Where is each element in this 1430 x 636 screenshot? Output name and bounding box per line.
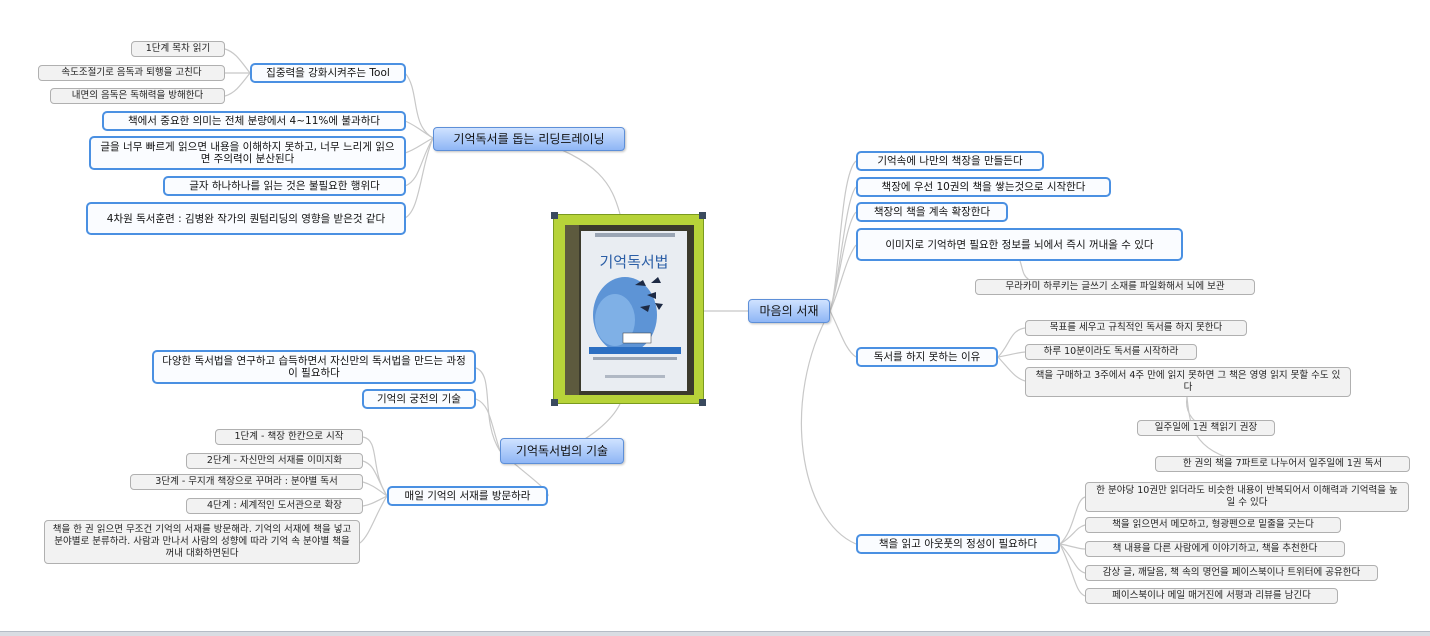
- subtopic-visit-library[interactable]: 매일 기억의 서재를 방문하라: [387, 486, 548, 506]
- leaf-inner-voice[interactable]: 내면의 음독은 독해력을 방해한다: [50, 88, 225, 104]
- subtopic-expand-shelf[interactable]: 책장의 책을 계속 확장한다: [856, 202, 1008, 222]
- resize-handle-top-left[interactable]: [551, 212, 558, 219]
- subtopic-4d-training[interactable]: 4차원 독서훈련 : 김병완 작가의 퀀텀리딩의 영향을 받은것 같다: [86, 202, 406, 235]
- leaf-seven-parts[interactable]: 한 권의 책을 7파트로 나누어서 일주일에 1권 독서: [1155, 456, 1410, 472]
- book-cover-illustration: 기억독서법: [565, 225, 694, 395]
- leaf-ten-minutes[interactable]: 하루 10분이라도 독서를 시작하라: [1025, 344, 1197, 360]
- main-topic-reading-training[interactable]: 기억독서를 돕는 리딩트레이닝: [433, 127, 625, 151]
- subtopic-output-effort[interactable]: 책을 읽고 아웃풋의 정성이 필요하다: [856, 534, 1060, 554]
- central-image-frame[interactable]: 기억독서법: [551, 212, 706, 406]
- leaf-no-regular-reading[interactable]: 목표를 세우고 규칙적인 독서를 하지 못한다: [1025, 320, 1247, 336]
- leaf-three-four-weeks[interactable]: 책을 구매하고 3주에서 4주 만에 읽지 못하면 그 책은 영영 읽지 못할 …: [1025, 367, 1351, 397]
- leaf-ten-books-domain[interactable]: 한 분야당 10권만 읽더라도 비슷한 내용이 반복되어서 이해력과 기억력을 …: [1085, 482, 1409, 512]
- leaf-step3-rainbow[interactable]: 3단계 - 무지개 책장으로 꾸며라 : 분야별 독서: [130, 474, 363, 490]
- cover-title-text: 기억독서법: [599, 253, 668, 271]
- subtopic-ten-books[interactable]: 책장에 우선 10권의 책을 쌓는것으로 시작한다: [856, 177, 1111, 197]
- book-cover-photo: 기억독서법: [565, 225, 694, 395]
- subtopic-reading-speed[interactable]: 글을 너무 빠르게 읽으면 내용을 이해하지 못하고, 너무 느리게 읽으면 주…: [89, 136, 406, 170]
- leaf-share-sns[interactable]: 감상 글, 깨달음, 책 속의 명언을 페이스북이나 트위터에 공유한다: [1085, 565, 1378, 581]
- resize-handle-bottom-left[interactable]: [551, 399, 558, 406]
- leaf-step2-image[interactable]: 2단계 - 자신만의 서재를 이미지화: [186, 453, 363, 469]
- leaf-step4-library[interactable]: 4단계 : 세계적인 도서관으로 확장: [186, 498, 363, 514]
- subtopic-concentration-tool[interactable]: 집중력을 강화시켜주는 Tool: [250, 63, 406, 83]
- subtopic-letter-by-letter[interactable]: 글자 하나하나를 읽는 것은 불필요한 행위다: [163, 176, 406, 196]
- resize-handle-top-right[interactable]: [699, 212, 706, 219]
- status-bar: [0, 631, 1430, 636]
- leaf-murakami-files[interactable]: 무라카미 하루키는 글쓰기 소재를 파일화해서 뇌에 보관: [975, 279, 1255, 295]
- leaf-speed-control[interactable]: 속도조절기로 음독과 퇴행을 고친다: [38, 65, 225, 81]
- leaf-step1-toc[interactable]: 1단계 목차 읽기: [131, 41, 225, 57]
- main-topic-mind-library[interactable]: 마음의 서재: [748, 299, 830, 323]
- subtopic-memory-palace[interactable]: 기억의 궁전의 기술: [362, 389, 476, 409]
- subtopic-own-method[interactable]: 다양한 독서법을 연구하고 습득하면서 자신만의 독서법을 만드는 과정이 필요…: [152, 350, 476, 384]
- subtopic-cannot-read[interactable]: 독서를 하지 못하는 이유: [856, 347, 998, 367]
- leaf-review[interactable]: 페이스북이나 메일 매거진에 서평과 리뷰를 남긴다: [1085, 588, 1338, 604]
- leaf-visit-after-reading[interactable]: 책을 한 권 읽으면 무조건 기억의 서재를 방문해라. 기억의 서재에 책을 …: [44, 520, 360, 564]
- resize-handle-bottom-right[interactable]: [699, 399, 706, 406]
- subtopic-image-memory[interactable]: 이미지로 기억하면 필요한 정보를 뇌에서 즉시 꺼내올 수 있다: [856, 228, 1183, 261]
- leaf-step1-shelf[interactable]: 1단계 - 책장 한칸으로 시작: [215, 429, 363, 445]
- leaf-memo-highlight[interactable]: 책을 읽으면서 메모하고, 형광펜으로 밑줄을 긋는다: [1085, 517, 1341, 533]
- leaf-one-book-week[interactable]: 일주일에 1권 책읽기 권장: [1137, 420, 1275, 436]
- subtopic-own-bookshelf[interactable]: 기억속에 나만의 책장을 만들든다: [856, 151, 1044, 171]
- subtopic-key-meaning-ratio[interactable]: 책에서 중요한 의미는 전체 분량에서 4~11%에 불과하다: [102, 111, 406, 131]
- leaf-recommend[interactable]: 책 내용을 다른 사람에게 이야기하고, 책을 추천한다: [1085, 541, 1345, 557]
- main-topic-method-skill[interactable]: 기억독서법의 기술: [500, 438, 624, 464]
